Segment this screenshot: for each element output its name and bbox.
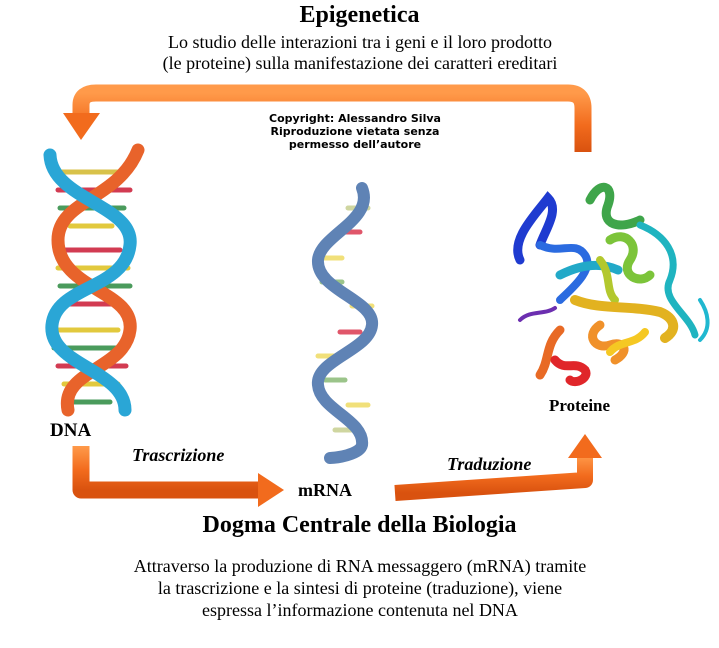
copyright-line-3: permesso dell’autore bbox=[288, 138, 422, 151]
copyright-notice: Copyright: Alessandro Silva Riproduzione… bbox=[255, 112, 455, 151]
central-dogma-description: Attraverso la produzione di RNA messagge… bbox=[70, 555, 650, 621]
central-dogma-line-3: espressa l’informazione contenuta nel DN… bbox=[202, 600, 518, 620]
dna-double-helix-icon bbox=[43, 143, 145, 417]
central-dogma-line-1: Attraverso la produzione di RNA messagge… bbox=[133, 556, 587, 576]
rna-single-helix-icon bbox=[312, 182, 378, 464]
transcription-arrow bbox=[72, 446, 284, 507]
epigenetic-feedback-arrow bbox=[63, 84, 592, 152]
central-dogma-title: Dogma Centrale della Biologia bbox=[202, 512, 517, 538]
translation-arrow bbox=[394, 434, 602, 501]
epigenetics-description-line-2: (le proteine) sulla manifestazione dei c… bbox=[162, 53, 558, 73]
translation-label: Traduzione bbox=[447, 454, 532, 474]
central-dogma-line-2: la trascrizione e la sintesi di proteine… bbox=[157, 578, 563, 598]
dna-label: DNA bbox=[50, 420, 92, 441]
copyright-line-1: Copyright: Alessandro Silva bbox=[269, 112, 441, 125]
epigenetics-description: Lo studio delle interazioni tra i geni e… bbox=[80, 32, 640, 74]
protein-label: Proteine bbox=[549, 396, 611, 415]
mrna-label: mRNA bbox=[298, 480, 352, 500]
copyright-line-2: Riproduzione vietata senza bbox=[270, 125, 440, 138]
epigenetics-title: Epigenetica bbox=[299, 2, 420, 28]
transcription-label: Trascrizione bbox=[132, 445, 225, 465]
epigenetics-description-line-1: Lo studio delle interazioni tra i geni e… bbox=[168, 32, 552, 52]
protein-ribbon-structure-icon bbox=[513, 183, 710, 387]
